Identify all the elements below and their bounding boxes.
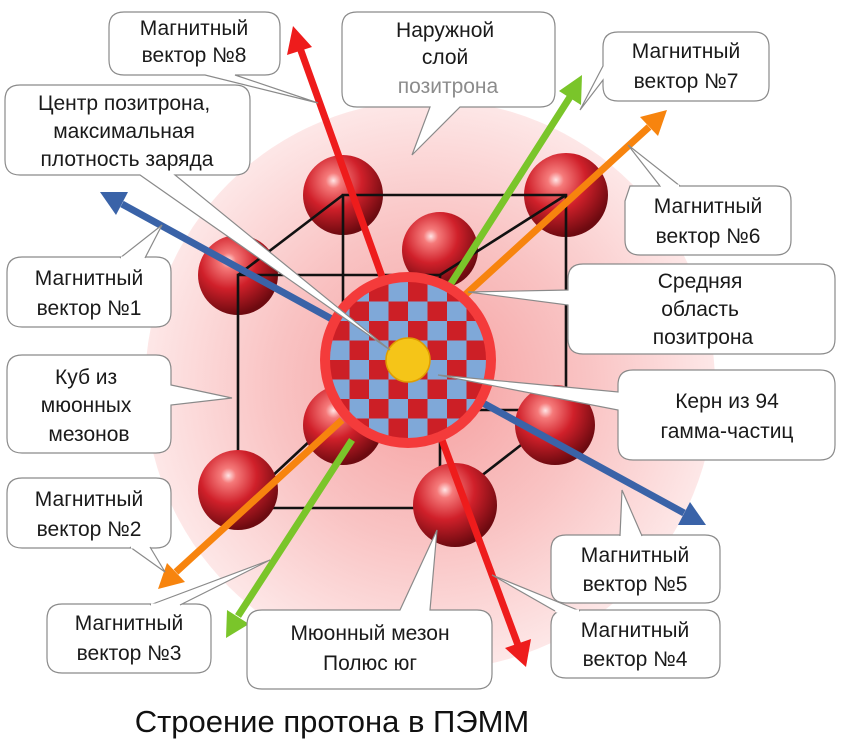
svg-text:Куб из мюонных мез: Куб из мюонных мезонов	[41, 366, 138, 446]
checker-cell	[427, 301, 447, 321]
checker-cell	[427, 379, 447, 399]
vector-7-arrow	[447, 95, 573, 287]
muon-spheres-front	[198, 385, 595, 547]
svg-text:Центр позитрона, максима: Центр позитрона, максимальная плотность …	[38, 92, 216, 171]
vector-8-arrow	[296, 46, 389, 287]
vector-6-arrow	[462, 124, 652, 298]
checker-cell	[408, 418, 428, 438]
checker-cell	[427, 399, 447, 419]
core-gamma	[385, 337, 431, 383]
checker-cell	[408, 379, 428, 399]
checker-cell	[447, 301, 467, 321]
magnetic-vectors	[100, 26, 706, 667]
checker-cell	[369, 301, 389, 321]
checker-cell	[330, 340, 350, 360]
checker-cell	[447, 321, 467, 341]
muon-sphere	[515, 385, 595, 465]
checker-cell	[369, 379, 389, 399]
checker-cell	[408, 282, 428, 302]
checker-cell	[427, 321, 447, 341]
checker-cell	[447, 360, 467, 380]
checker-cell	[388, 301, 408, 321]
vector-3-arrow	[235, 438, 355, 618]
vector-1-arrowhead	[100, 192, 128, 215]
checker-cell	[349, 399, 369, 419]
callout-outer-layer: Наружной слой позитрона	[341, 11, 556, 156]
checker-cell	[388, 282, 408, 302]
checker-cell	[388, 379, 408, 399]
checker-cell	[388, 399, 408, 419]
checker-cell	[466, 360, 486, 380]
checker-cell	[349, 379, 369, 399]
checker-cell	[369, 399, 389, 419]
checker-cell	[408, 321, 428, 341]
vector-4-arrowhead	[505, 639, 531, 667]
muon-sphere	[198, 450, 278, 530]
checker-cell	[349, 301, 369, 321]
callout-cube: Куб из мюонных мезонов	[6, 354, 233, 454]
checker-cell	[330, 360, 350, 380]
checker-cell	[447, 340, 467, 360]
callout-middle-region: Средняя область позитрона	[467, 263, 836, 355]
vector-3-arrowhead	[226, 610, 249, 638]
checker-cell	[349, 360, 369, 380]
svg-text:Средняя область по: Средняя область позитрона	[653, 270, 754, 349]
vector-7-arrowhead	[559, 75, 582, 105]
checker-cell	[427, 360, 447, 380]
vector-1-arrow	[120, 200, 372, 344]
checker-cell	[466, 340, 486, 360]
vector-4-arrow	[438, 438, 522, 647]
vector-2-arrow	[173, 417, 345, 575]
checker-cell	[427, 340, 447, 360]
callout-center: Центр позитрона, максимальная плотность …	[4, 84, 391, 351]
vector-8-arrowhead	[287, 26, 312, 55]
vector-2-arrowhead	[158, 563, 185, 589]
checker-cell	[369, 321, 389, 341]
checker-cell	[388, 418, 408, 438]
checker-cell	[369, 360, 389, 380]
checker-cell	[408, 399, 428, 419]
checker-cell	[349, 340, 369, 360]
checker-cell	[388, 321, 408, 341]
vector-5-arrow	[448, 381, 686, 517]
checker-cell	[447, 379, 467, 399]
middle-positron-region	[320, 272, 496, 448]
vector-6-arrowhead	[640, 110, 667, 136]
diagram-title: Строение протона в ПЭММ	[135, 704, 530, 739]
checker-cell	[408, 301, 428, 321]
vector-5-arrowhead	[678, 502, 706, 525]
svg-text:Наружной слой пози: Наружной слой позитрона	[396, 19, 500, 98]
checker-cell	[349, 321, 369, 341]
checker-cell	[447, 399, 467, 419]
